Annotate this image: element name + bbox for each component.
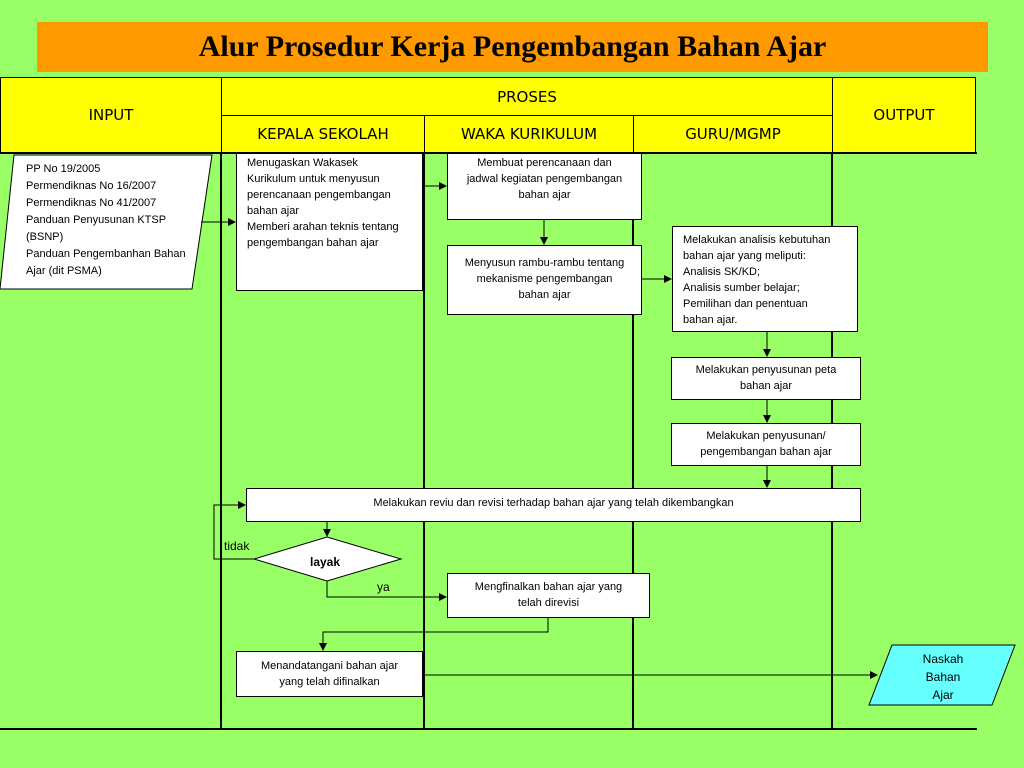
input-line: Permendiknas No 16/2007: [26, 180, 157, 192]
input-line: PP No 19/2005: [26, 163, 101, 175]
node-line: bahan ajar: [518, 289, 571, 301]
node-line: Analisis sumber belajar;: [683, 282, 800, 294]
node-line: Menugaskan Wakasek: [247, 157, 358, 169]
arrow-ya-to-finalisasi: [326, 581, 447, 601]
input-line: Panduan Pengembanhan Bahan: [26, 248, 186, 260]
process-menyusun-rambu: Menyusun rambu-rambu tentang mekanisme p…: [447, 245, 642, 315]
node-line: mekanisme pengembangan: [476, 273, 613, 285]
node-line: bahan ajar.: [683, 314, 738, 326]
node-line: pengembangan bahan ajar: [247, 237, 379, 249]
process-reviu-revisi: Melakukan reviu dan revisi terhadap baha…: [246, 488, 861, 522]
node-line: jadwal kegiatan pengembangan: [466, 173, 623, 185]
process-membuat-perencanaan: Membuat perencanaan dan jadwal kegiatan …: [447, 153, 642, 220]
lane-divider-3: [632, 152, 634, 730]
input-document-shape: [0, 154, 213, 290]
node-line: Memberi arahan teknis tentang: [247, 221, 399, 233]
node-line: Menandatangani bahan ajar: [260, 660, 398, 672]
header-guru-mgmp: GURU/MGMP: [633, 115, 833, 153]
process-menugaskan: Menugaskan Wakasek Kurikulum untuk menyu…: [236, 153, 423, 291]
header-output-label: OUTPUT: [873, 106, 935, 124]
header-kepala-label: KEPALA SEKOLAH: [257, 125, 389, 143]
decision-diamond-shape: [252, 536, 403, 582]
node-line: Kurikulum untuk menyusun: [247, 173, 380, 185]
output-line: Bahan: [925, 670, 961, 684]
title-bar: Alur Prosedur Kerja Pengembangan Bahan A…: [37, 22, 988, 72]
node-line: telah direvisi: [517, 597, 580, 609]
input-line: (BSNP): [26, 231, 64, 243]
arrow-tidak-loop: [213, 501, 254, 560]
input-line: Permendiknas No 41/2007: [26, 197, 157, 209]
label-ya: ya: [377, 580, 390, 594]
input-line: Panduan Penyusunan KTSP: [26, 214, 167, 226]
node-line: perencanaan pengembangan: [247, 189, 391, 201]
node-line: bahan ajar yang meliputi:: [683, 250, 806, 262]
node-line: bahan ajar: [518, 189, 571, 201]
node-line: Menyusun rambu-rambu tentang: [464, 257, 625, 269]
process-menandatangani: Menandatangani bahan ajar yang telah dif…: [236, 651, 423, 697]
label-tidak: tidak: [224, 539, 250, 553]
node-line: bahan ajar: [740, 380, 792, 392]
node-line: Melakukan analisis kebutuhan: [683, 234, 831, 246]
header-proses: PROSES: [221, 77, 833, 116]
node-line: bahan ajar: [247, 205, 299, 217]
process-penyusunan-pengembangan: Melakukan penyusunan/ pengembangan bahan…: [671, 423, 861, 466]
header-proses-label: PROSES: [497, 87, 557, 106]
process-penyusunan-peta: Melakukan penyusunan peta bahan ajar: [671, 357, 861, 400]
input-document-text: PP No 19/2005 Permendiknas No 16/2007 Pe…: [26, 161, 206, 286]
lane-divider-1: [220, 152, 222, 730]
table-bottom-rule: [0, 728, 977, 730]
process-analisis-kebutuhan: Melakukan analisis kebutuhan bahan ajar …: [672, 226, 858, 332]
output-document-text: Naskah Bahan Ajar: [905, 650, 981, 710]
header-input: INPUT: [0, 77, 222, 153]
process-finalisasi: Mengfinalkan bahan ajar yang telah direv…: [447, 573, 650, 618]
header-waka-kurikulum: WAKA KURIKULUM: [424, 115, 634, 153]
header-waka-label: WAKA KURIKULUM: [460, 125, 598, 143]
arrow-finalisasi-to-menandatangani: [319, 617, 549, 651]
header-guru-label: GURU/MGMP: [685, 125, 781, 143]
page-title: Alur Prosedur Kerja Pengembangan Bahan A…: [198, 30, 827, 63]
reviu-label: Melakukan reviu dan revisi terhadap baha…: [373, 497, 734, 509]
input-line: Ajar (dit PSMA): [26, 265, 102, 277]
output-line: Naskah: [922, 652, 964, 666]
header-input-label: INPUT: [88, 106, 134, 124]
node-line: pengembangan bahan ajar: [700, 446, 832, 458]
output-line: Ajar: [932, 688, 954, 702]
node-line: Analisis SK/KD;: [683, 266, 761, 278]
node-line: Pemilihan dan penentuan: [683, 298, 808, 310]
node-line: yang telah difinalkan: [279, 676, 380, 688]
node-line: Melakukan penyusunan/: [706, 430, 826, 442]
lane-divider-2: [423, 152, 425, 730]
header-output: OUTPUT: [832, 77, 976, 153]
output-document-shape: [868, 644, 1016, 706]
decision-layak-label: layak: [310, 555, 341, 569]
node-line: Membuat perencanaan dan: [477, 157, 612, 169]
node-line: Melakukan penyusunan peta: [695, 364, 837, 376]
node-line: Mengfinalkan bahan ajar yang: [474, 581, 623, 593]
